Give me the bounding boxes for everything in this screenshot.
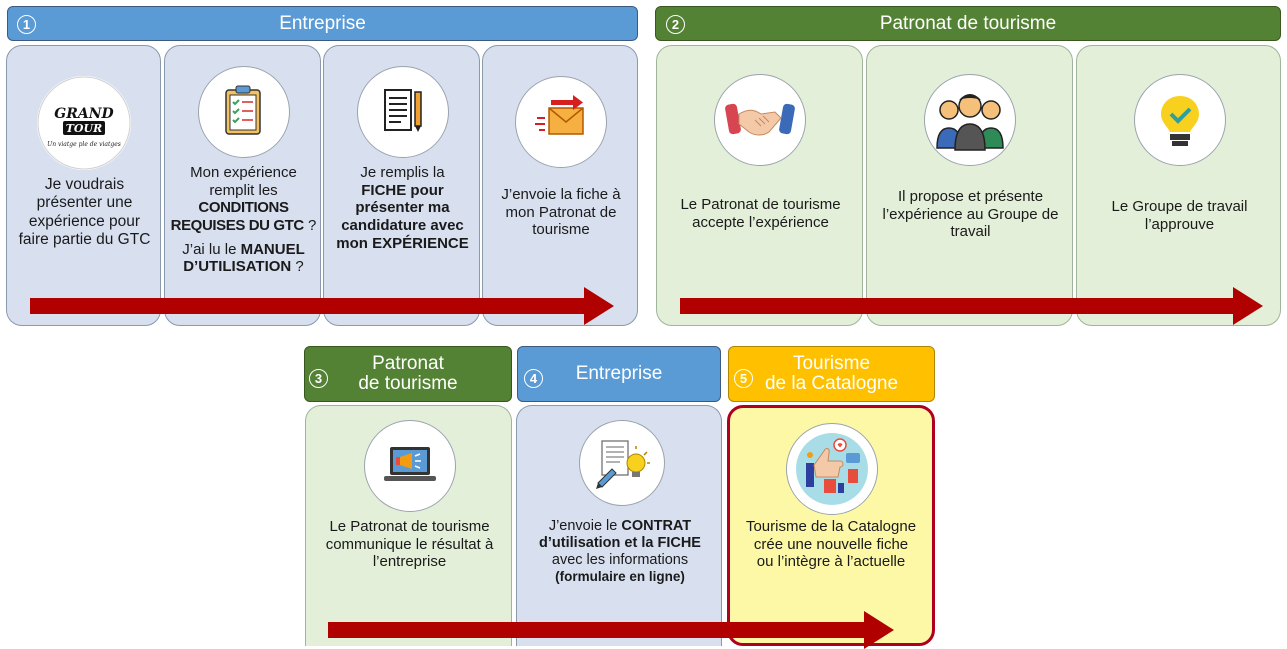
megaphone-laptop-icon bbox=[364, 420, 456, 512]
card-patronat-accepts: Le Patronat de tourisme accepte l’expéri… bbox=[656, 45, 863, 326]
card-patronat-proposes: Il propose et présente l’expérience au G… bbox=[866, 45, 1073, 326]
section-1-title: Entreprise bbox=[279, 12, 366, 34]
step-number-3: 3 bbox=[309, 369, 328, 388]
step-number-2: 2 bbox=[666, 15, 685, 34]
envelope-send-icon bbox=[515, 76, 607, 168]
step-number-5: 5 bbox=[734, 369, 753, 388]
team-group-icon bbox=[924, 74, 1016, 166]
checklist-icon bbox=[198, 66, 290, 158]
svg-text:GRAND: GRAND bbox=[54, 106, 114, 122]
grand-tour-logo: GRAND TOUR Un viatge ple de viatges bbox=[37, 76, 131, 170]
card-7-text: Le Groupe de travail l’approuve bbox=[1111, 198, 1248, 233]
section-4-header: 4 Entreprise bbox=[517, 346, 721, 402]
card-10-text: Tourisme de la Catalogne crée une nouvel… bbox=[745, 518, 917, 571]
card-send-contract: J’envoie le CONTRAT d’utilisation et la … bbox=[516, 405, 722, 646]
handshake-icon bbox=[714, 74, 806, 166]
step-number-4: 4 bbox=[524, 369, 543, 388]
step-number-1: 1 bbox=[17, 15, 36, 34]
card-communicates-result: Le Patronat de tourisme communique le ré… bbox=[305, 405, 512, 646]
card-conditions-check: Mon expérience remplit les CONDITIONS RE… bbox=[164, 45, 321, 326]
section-3-title: Patronat de tourisme bbox=[358, 353, 458, 394]
section-2-header: 2 Patronat de tourisme bbox=[655, 6, 1281, 41]
card-3-text: Je remplis la FICHE pour présenter ma ca… bbox=[336, 164, 469, 252]
document-pencil-icon bbox=[357, 66, 449, 158]
flow-arrow-1 bbox=[30, 287, 614, 325]
card-8-text: Le Patronat de tourisme communique le ré… bbox=[325, 518, 494, 571]
section-1-header: 1 Entreprise bbox=[7, 6, 638, 41]
flow-arrow-3 bbox=[328, 611, 894, 649]
card-catalogne-creates: Tourisme de la Catalogne crée une nouvel… bbox=[727, 405, 935, 646]
flow-arrow-2 bbox=[680, 287, 1263, 325]
section-5-title: Tourisme de la Catalogne bbox=[764, 353, 899, 394]
svg-text:TOUR: TOUR bbox=[66, 122, 103, 135]
card-want-to-present: GRAND TOUR Un viatge ple de viatges Je v… bbox=[6, 45, 161, 326]
card-4-text: J’envoie la fiche à mon Patronat de tour… bbox=[501, 186, 621, 239]
card-fill-form: Je remplis la FICHE pour présenter ma ca… bbox=[323, 45, 480, 326]
card-5-text: Le Patronat de tourisme accepte l’expéri… bbox=[680, 196, 841, 231]
card-send-form: J’envoie la fiche à mon Patronat de tour… bbox=[482, 45, 638, 326]
card-6-text: Il propose et présente l’expérience au G… bbox=[882, 188, 1059, 241]
lightbulb-check-icon bbox=[1134, 74, 1226, 166]
section-5-header: 5 Tourisme de la Catalogne bbox=[728, 346, 935, 402]
card-1-text: Je voudrais présenter une expérience pou… bbox=[18, 176, 151, 248]
section-2-title: Patronat de tourisme bbox=[879, 12, 1057, 34]
social-thumbs-up-icon bbox=[786, 423, 878, 515]
card-9-text: J’envoie le CONTRAT d’utilisation et la … bbox=[539, 518, 701, 585]
svg-text:Un viatge ple de viatges: Un viatge ple de viatges bbox=[47, 141, 121, 148]
section-3-header: 3 Patronat de tourisme bbox=[304, 346, 512, 402]
card-2-text: Mon expérience remplit les CONDITIONS RE… bbox=[170, 164, 317, 276]
document-idea-icon bbox=[579, 420, 665, 506]
section-4-title: Entreprise bbox=[575, 363, 663, 385]
card-group-approves: Le Groupe de travail l’approuve bbox=[1076, 45, 1281, 326]
